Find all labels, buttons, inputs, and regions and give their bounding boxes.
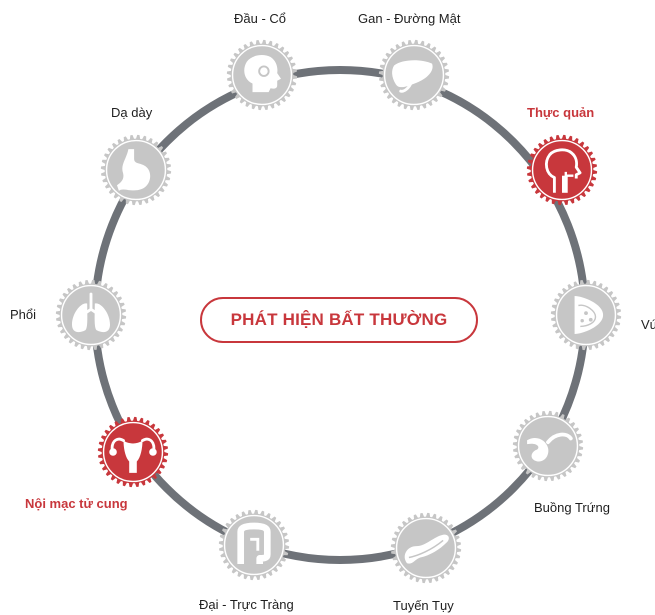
head-icon (226, 39, 298, 111)
colon-icon (218, 509, 290, 581)
esophagus-icon (526, 134, 598, 206)
breast-icon (550, 279, 622, 351)
liver-icon (378, 39, 450, 111)
organ-label: Thực quản (527, 105, 595, 120)
organ-label: Đại - Trực Tràng (199, 597, 294, 612)
organ-label: Tuyến Tụy (393, 598, 454, 613)
organ-label: Nội mạc tử cung (25, 496, 128, 511)
organ-label: Dạ dày (111, 105, 153, 120)
stomach-icon (100, 134, 172, 206)
organ-label: Phổi (10, 307, 37, 322)
center-title: PHÁT HIỆN BẤT THƯỜNG (200, 297, 478, 343)
organ-label: Gan - Đường Mật (358, 11, 461, 26)
organ-label: Đầu - Cổ (234, 11, 287, 26)
organ-label: Buồng Trứng (534, 500, 610, 515)
lungs-icon (55, 279, 127, 351)
organ-label: Vú (641, 317, 655, 332)
uterus-icon (97, 416, 169, 488)
pancreas-icon (390, 512, 462, 584)
ovary-icon (512, 410, 584, 482)
